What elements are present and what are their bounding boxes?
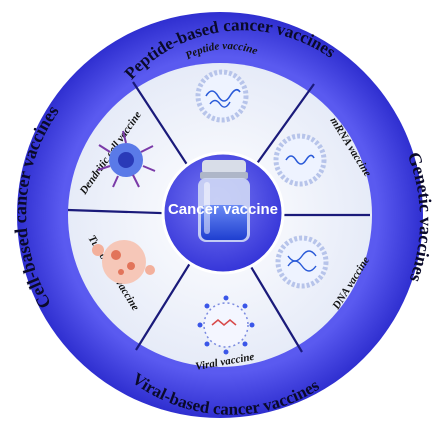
center-label: Cancer vaccine: [168, 201, 278, 218]
peptide-icon: [195, 69, 249, 123]
mrna-icon: [273, 133, 327, 187]
dna-icon: [275, 235, 329, 289]
virus-icon: [197, 295, 255, 355]
dendritic-cell-icon: [97, 130, 156, 188]
vaccine-vial-icon: [198, 160, 250, 242]
tumor-cell-icon: [92, 240, 155, 284]
